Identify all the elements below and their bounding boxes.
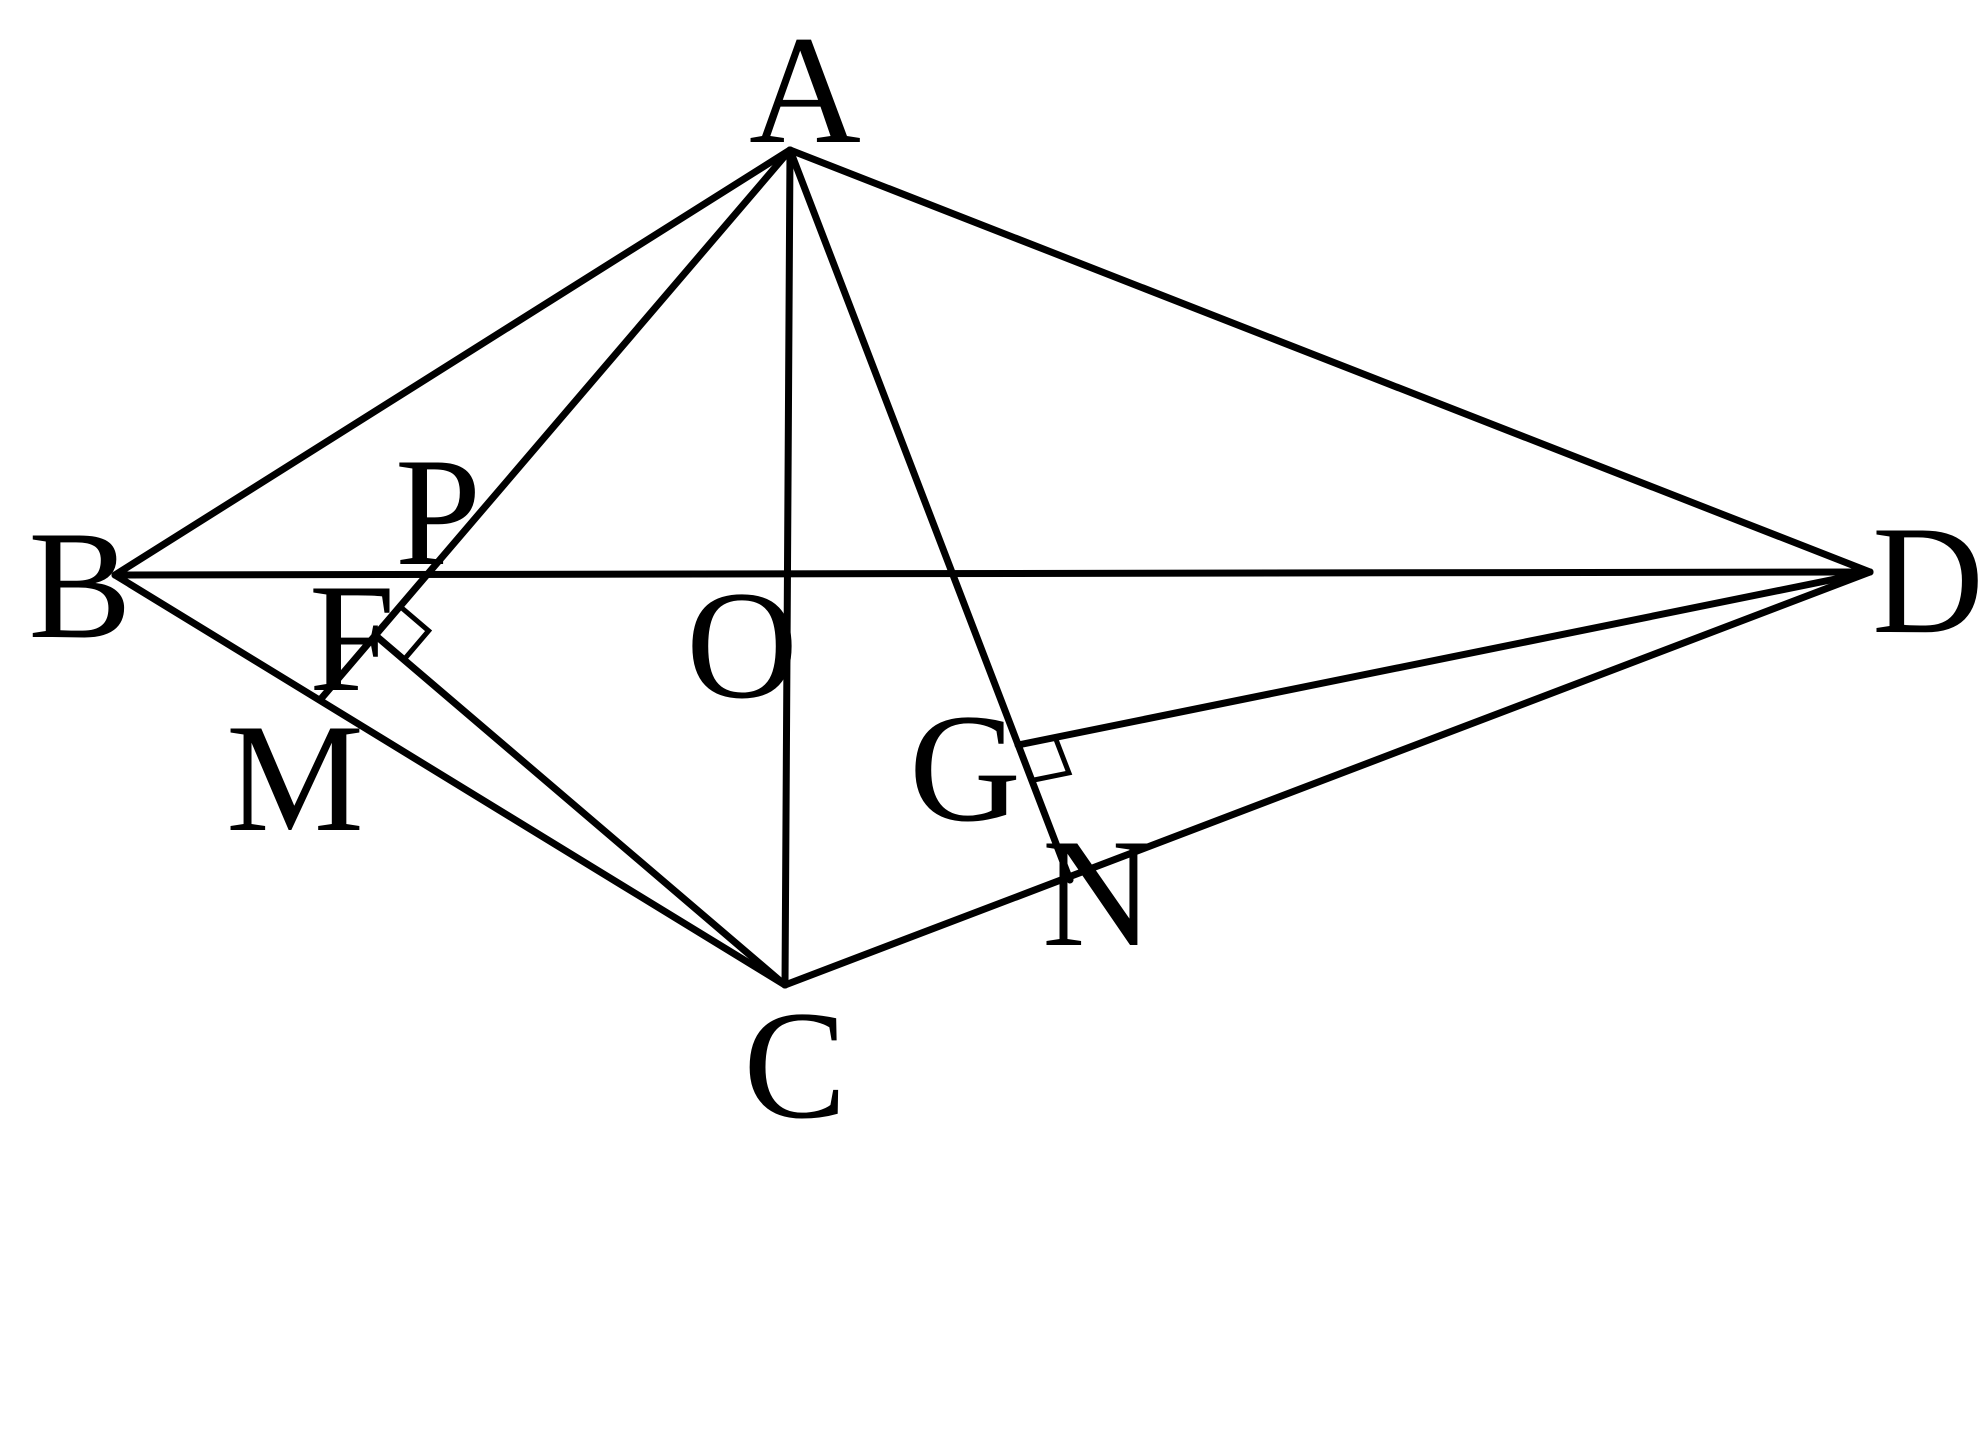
right-angle-mark-at_G [1014, 734, 1073, 784]
segment-AD [786, 146, 1874, 576]
point-label-f: F [309, 552, 395, 724]
segment-DG [1014, 568, 1874, 749]
right-angle-marks [371, 602, 1073, 784]
segment-AC [781, 146, 794, 989]
segment-CD [781, 568, 1874, 989]
point-labels: A B C D O P F M G N [28, 4, 1980, 1151]
point-label-a: A [749, 4, 861, 176]
point-label-o: O [686, 559, 798, 731]
segment-BA [111, 146, 794, 579]
segment-CF [371, 631, 789, 989]
point-label-p: P [395, 426, 481, 598]
diagram-segments [111, 146, 1874, 989]
point-label-g: G [909, 682, 1021, 854]
point-label-d: D [1872, 494, 1980, 666]
point-label-b: B [28, 499, 131, 671]
segment-BC [111, 571, 789, 989]
segment-BD [111, 568, 1874, 579]
right-angle-mark-at_F [371, 602, 433, 664]
point-label-n: N [1042, 807, 1154, 979]
point-label-m: M [226, 692, 364, 864]
point-label-c: C [743, 979, 846, 1151]
